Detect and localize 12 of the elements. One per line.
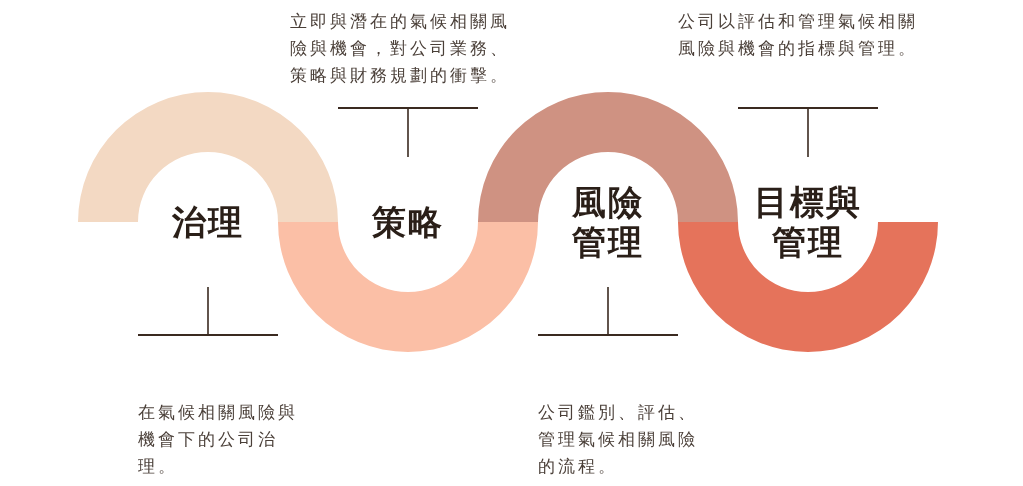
- leader-line: [607, 286, 609, 336]
- description-text: 立即與潛在的氣候相關風險與機會，對公司業務、策略與財務規劃的衝擊。: [290, 11, 511, 87]
- leader-line: [807, 107, 809, 158]
- description-text: 在氣候相關風險與機會下的公司治理。: [138, 402, 299, 478]
- stage-title: 治理: [171, 202, 245, 242]
- leader-line: [207, 286, 209, 336]
- description-text: 公司鑑別、評估、管理氣候相關風險的流程。: [538, 402, 699, 478]
- leader-line: [407, 107, 409, 158]
- stage-title: 策略: [371, 202, 445, 242]
- stage-title: 目標與管理: [753, 182, 863, 262]
- stage-title: 風險管理: [571, 182, 645, 262]
- description-text: 公司以評估和管理氣候相關風險與機會的指標與管理。: [678, 11, 919, 60]
